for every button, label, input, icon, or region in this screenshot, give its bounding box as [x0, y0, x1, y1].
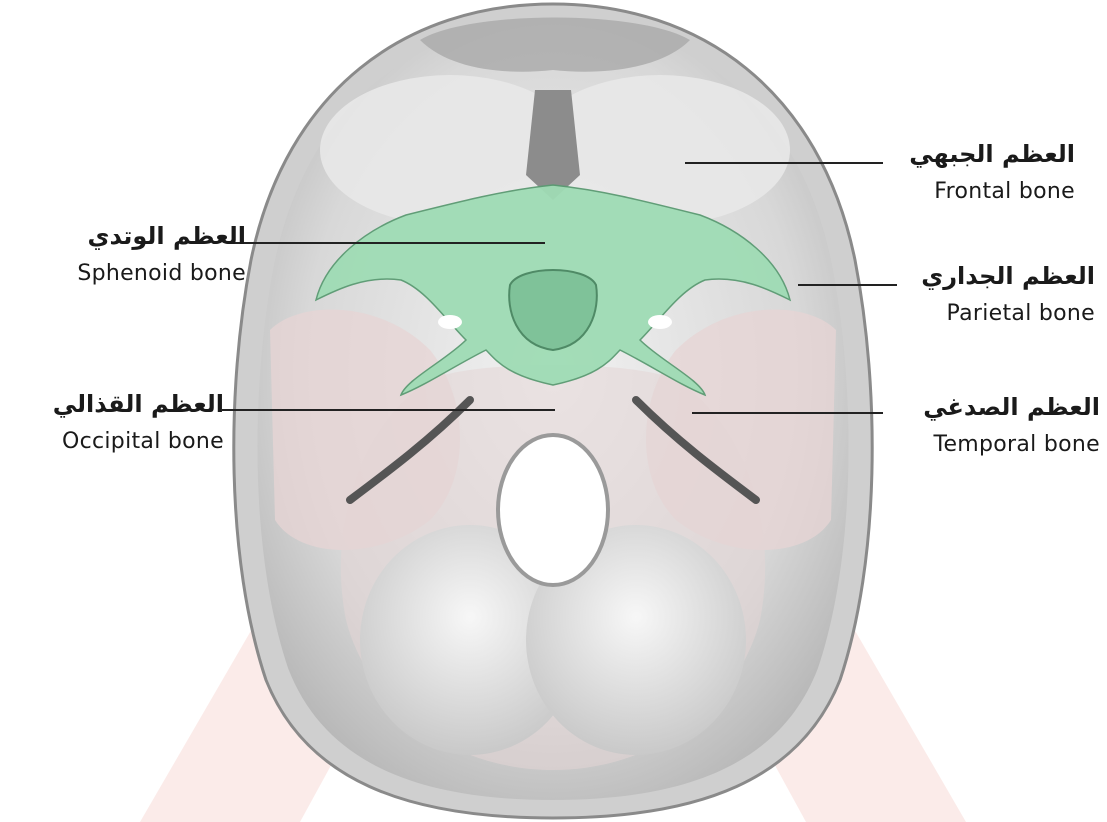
label-temporal-english: Temporal bone [880, 432, 1100, 458]
label-frontal-arabic: العظم الجبهي [880, 140, 1075, 169]
label-parietal-arabic: العظم الجداري [893, 262, 1095, 291]
foramen-left [438, 315, 462, 329]
label-sphenoid-english: Sphenoid bone [10, 261, 246, 287]
foramen-magnum [498, 435, 608, 585]
label-sphenoid-bone: العظم الوتدي Sphenoid bone [10, 222, 246, 287]
label-parietal-english: Parietal bone [893, 301, 1095, 327]
label-occipital-bone: العظم القذالي Occipital bone [2, 390, 224, 455]
label-occipital-english: Occipital bone [2, 429, 224, 455]
label-occipital-arabic: العظم القذالي [2, 390, 224, 419]
label-temporal-bone: العظم الصدغي Temporal bone [880, 393, 1100, 458]
label-temporal-arabic: العظم الصدغي [880, 393, 1100, 422]
label-sphenoid-arabic: العظم الوتدي [10, 222, 246, 251]
foramen-right [648, 315, 672, 329]
label-frontal-english: Frontal bone [880, 179, 1075, 205]
label-frontal-bone: العظم الجبهي Frontal bone [880, 140, 1075, 205]
label-parietal-bone: العظم الجداري Parietal bone [893, 262, 1095, 327]
